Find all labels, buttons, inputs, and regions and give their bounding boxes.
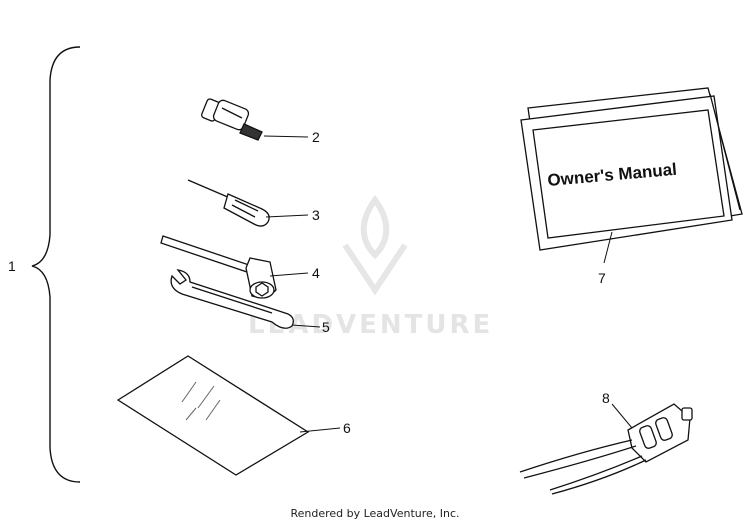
footer-credit: Rendered by LeadVenture, Inc. [290, 507, 460, 520]
callout-8[interactable]: 8 [602, 390, 610, 406]
kit-brace [31, 46, 81, 483]
callout-1[interactable]: 1 [8, 258, 16, 274]
watermark-logo-icon [342, 194, 408, 296]
callout-3[interactable]: 3 [312, 207, 320, 223]
callout-7[interactable]: 7 [598, 270, 606, 286]
socket-wrench-icon [160, 235, 277, 299]
plastic-bag-icon [116, 355, 310, 476]
callout-5[interactable]: 5 [322, 319, 330, 335]
open-end-wrench-icon [170, 269, 294, 329]
owners-manual-icon [520, 87, 743, 251]
screwdriver-icon [187, 179, 270, 227]
spark-plug-tool-icon [201, 98, 263, 141]
callout-2[interactable]: 2 [312, 129, 320, 145]
callout-6[interactable]: 6 [343, 420, 351, 436]
callout-4[interactable]: 4 [312, 265, 320, 281]
fuse-holder-icon [519, 403, 693, 495]
